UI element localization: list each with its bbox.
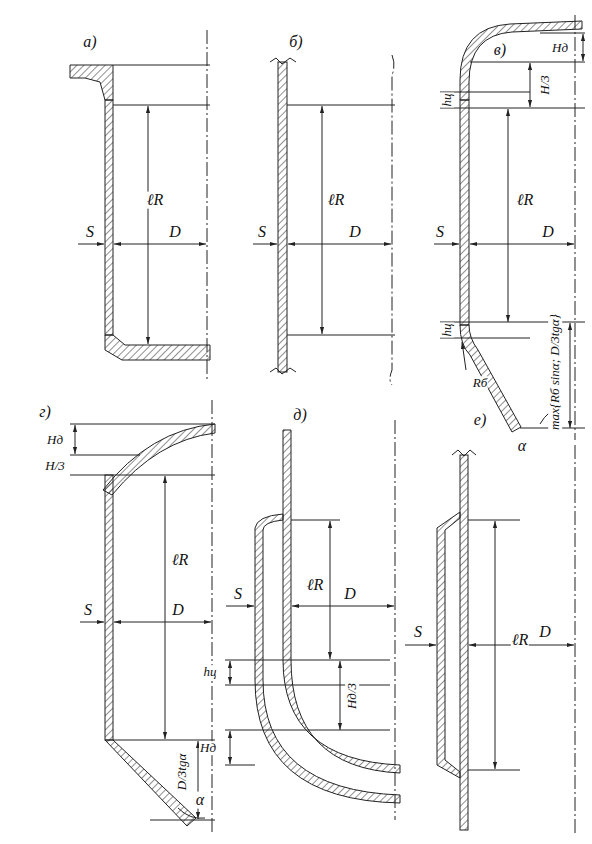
dimension-label: ℓR [146, 192, 164, 209]
dimension-label: α [195, 792, 205, 809]
figure-letter: б) [288, 34, 303, 51]
dimension-label: ℓR [516, 192, 534, 209]
dimension-label: ℓR [511, 632, 529, 649]
wall-thickness: S [233, 586, 243, 603]
figure-letter: а) [82, 34, 97, 51]
dimension-label: ℓR [306, 577, 324, 594]
dimension-label: ℓR [171, 552, 189, 569]
dimension-label: α [517, 438, 527, 455]
dimension-label: Hд [551, 41, 569, 55]
dimension-label: D/3tgα [175, 753, 189, 791]
figure-letter: в) [493, 42, 507, 59]
dimension-label: Rб [472, 376, 488, 390]
diameter: D [171, 602, 185, 619]
figure-letter: д) [292, 407, 307, 424]
dimension-label: Hд [46, 433, 64, 447]
wall-thickness: S [83, 602, 93, 619]
figure-letter: е) [473, 412, 487, 429]
diameter: D [538, 624, 552, 641]
diameter: D [343, 586, 357, 603]
wall-thickness: S [435, 224, 445, 241]
dimension-label: Hд/3 [345, 682, 359, 710]
dimension-label: ℓR [327, 192, 345, 209]
dimension-label: H/3 [538, 74, 552, 96]
diameter: D [168, 224, 182, 241]
wall-thickness: S [85, 224, 95, 241]
dimension-label: hц [440, 323, 454, 338]
dimension-label: hц [440, 93, 454, 108]
wall-thickness: S [413, 624, 423, 641]
dimension-label: H/3 [44, 459, 66, 473]
figure-letter: г) [38, 404, 52, 421]
dimension-label: Hд [199, 741, 217, 755]
wall-thickness: S [257, 224, 267, 241]
dimension-label: max{Rб sinα; D/3tgα} [548, 313, 562, 431]
diameter: D [541, 224, 555, 241]
dimension-label: hц [203, 665, 218, 679]
diameter: D [348, 224, 362, 241]
